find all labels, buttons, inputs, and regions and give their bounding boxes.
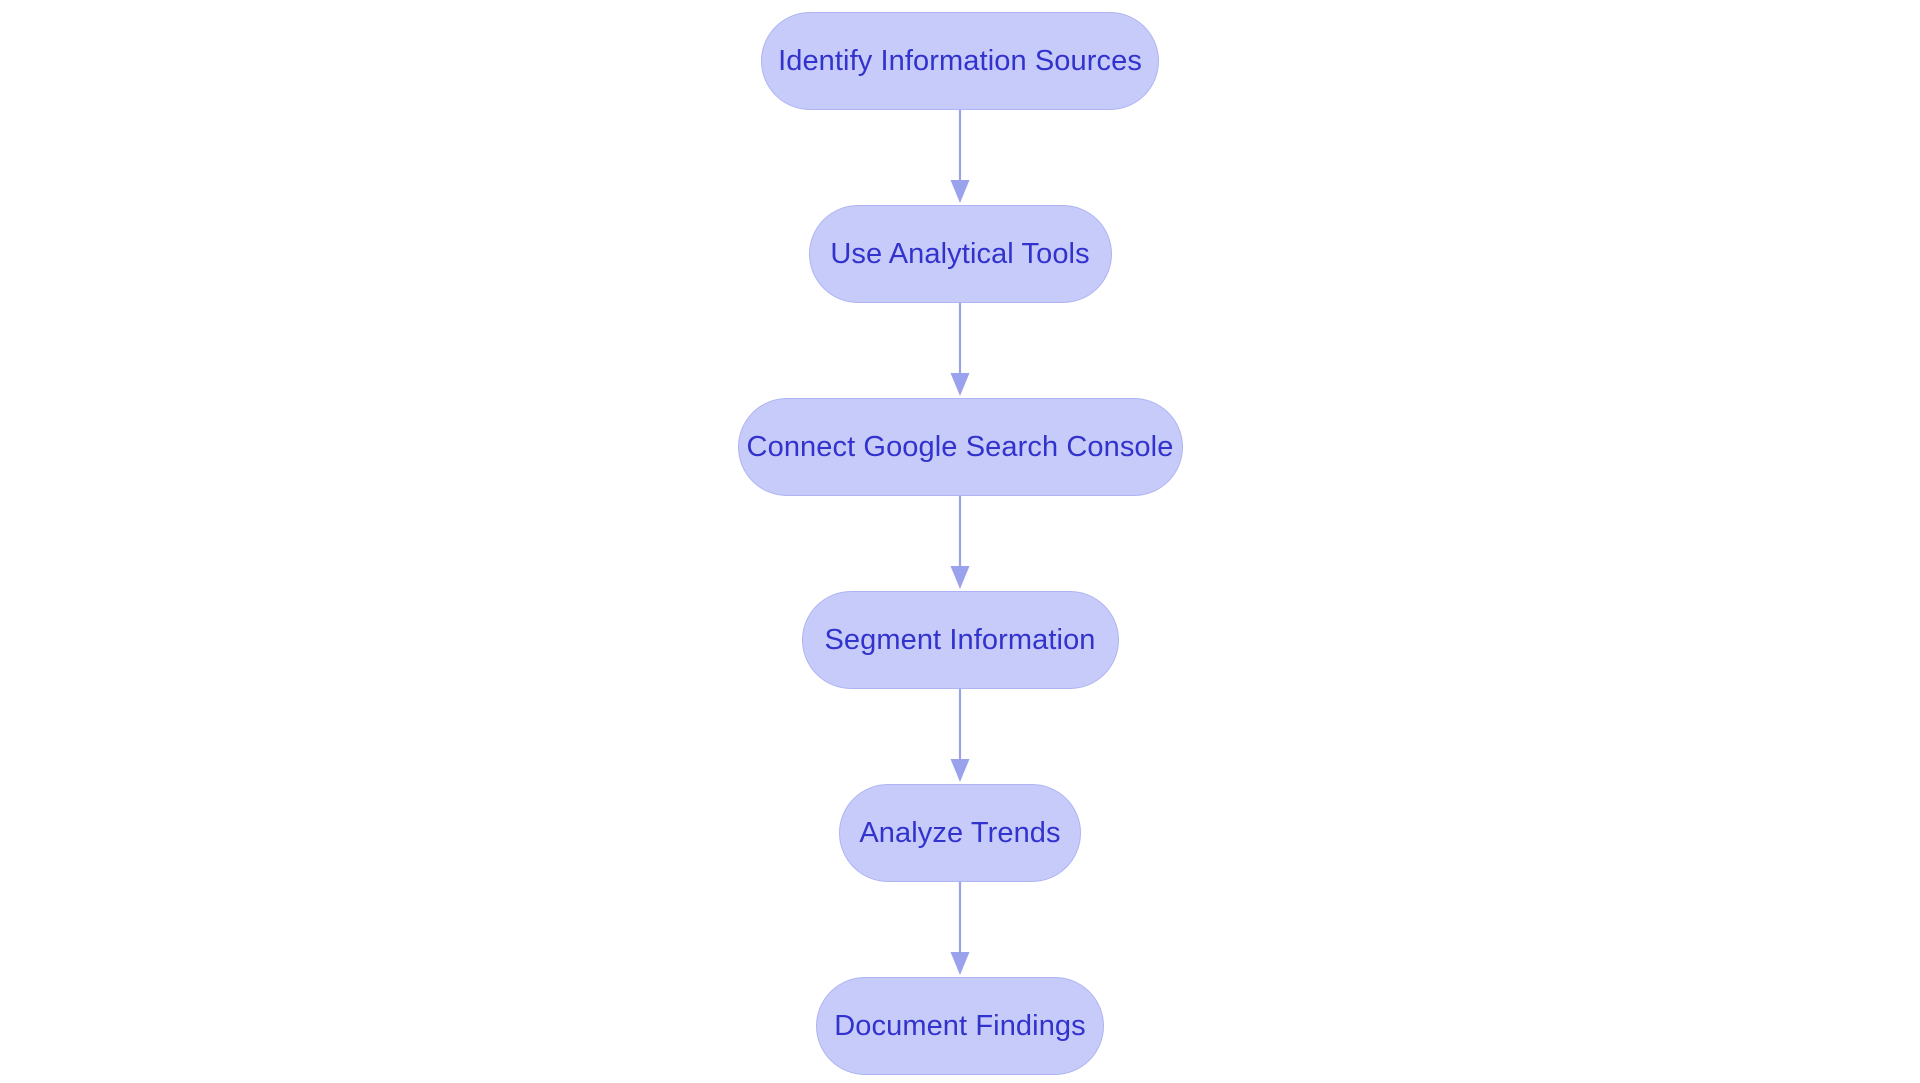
flow-edge-use-analytical-to-connect-gsc	[950, 303, 970, 396]
arrowhead-down-icon	[950, 759, 970, 782]
flow-node-label: Analyze Trends	[859, 816, 1061, 849]
flow-node-label: Segment Information	[824, 623, 1096, 656]
flow-edge-identify-to-use-analytical	[950, 110, 970, 203]
flow-edge-connect-gsc-to-segment-information	[950, 496, 970, 589]
flow-node-connect-google-search-console[interactable]: Connect Google Search Console	[737, 398, 1183, 496]
flow-node-document-findings[interactable]: Document Findings	[816, 977, 1104, 1075]
arrowhead-down-icon	[950, 566, 970, 589]
flow-node-analyze-trends[interactable]: Analyze Trends	[839, 784, 1081, 882]
flow-node-use-analytical-tools[interactable]: Use Analytical Tools	[808, 205, 1112, 303]
arrowhead-down-icon	[950, 952, 970, 975]
arrowhead-down-icon	[950, 373, 970, 396]
flow-node-segment-information[interactable]: Segment Information	[801, 591, 1119, 689]
flow-node-label: Use Analytical Tools	[830, 237, 1090, 270]
flow-edge-analyze-trends-to-document-findings	[950, 882, 970, 975]
flow-node-identify-information-sources[interactable]: Identify Information Sources	[761, 12, 1159, 110]
arrowhead-down-icon	[950, 180, 970, 203]
flow-node-label: Connect Google Search Console	[746, 430, 1174, 463]
flow-node-label: Document Findings	[834, 1009, 1086, 1042]
flow-edge-segment-information-to-analyze-trends	[950, 689, 970, 782]
flow-node-label: Identify Information Sources	[778, 44, 1142, 77]
